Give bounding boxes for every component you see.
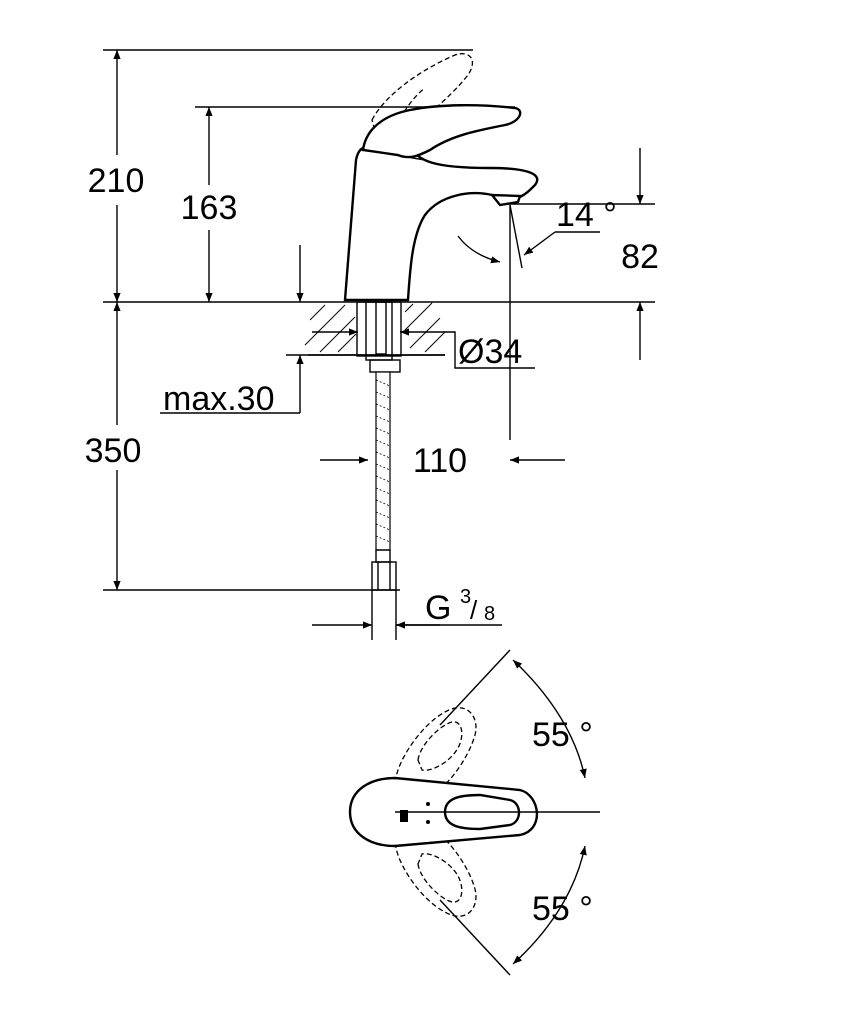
- deck-section: [304, 301, 446, 373]
- lever-angle-up-label: 55 °: [532, 716, 593, 754]
- dimension-max30-label: max.30: [163, 380, 275, 418]
- dimension-110: 110: [320, 442, 565, 480]
- dimension-110-label: 110: [413, 442, 467, 480]
- dimension-210-label: 210: [88, 162, 145, 200]
- dimension-diameter-label: Ø34: [458, 333, 522, 371]
- thread-numerator: 3: [460, 586, 471, 608]
- dimension-14-label: 14 °: [556, 196, 617, 234]
- dimension-210: 210: [88, 50, 145, 302]
- thread-slash: /: [470, 595, 478, 625]
- faucet-side-view: [343, 53, 539, 302]
- dimension-14-deg: 14 °: [457, 196, 617, 269]
- flexible-hose: [371, 371, 397, 591]
- dimension-82: 82: [621, 148, 659, 360]
- dimension-350: 350: [85, 302, 142, 590]
- dimension-163: 163: [181, 107, 238, 302]
- faucet-top-view: 55 ° 55 °: [348, 649, 600, 976]
- dimension-thread: G 3 / 8: [312, 586, 502, 629]
- dimension-350-label: 350: [85, 432, 142, 470]
- lever-angle-down-label: 55 °: [532, 890, 593, 928]
- dimension-163-label: 163: [181, 189, 238, 227]
- dimension-max30: max.30: [160, 245, 445, 418]
- dimension-diameter-34: Ø34: [312, 328, 535, 371]
- dimension-82-label: 82: [621, 238, 659, 276]
- thread-denominator: 8: [484, 603, 495, 625]
- thread-label: G: [425, 589, 451, 627]
